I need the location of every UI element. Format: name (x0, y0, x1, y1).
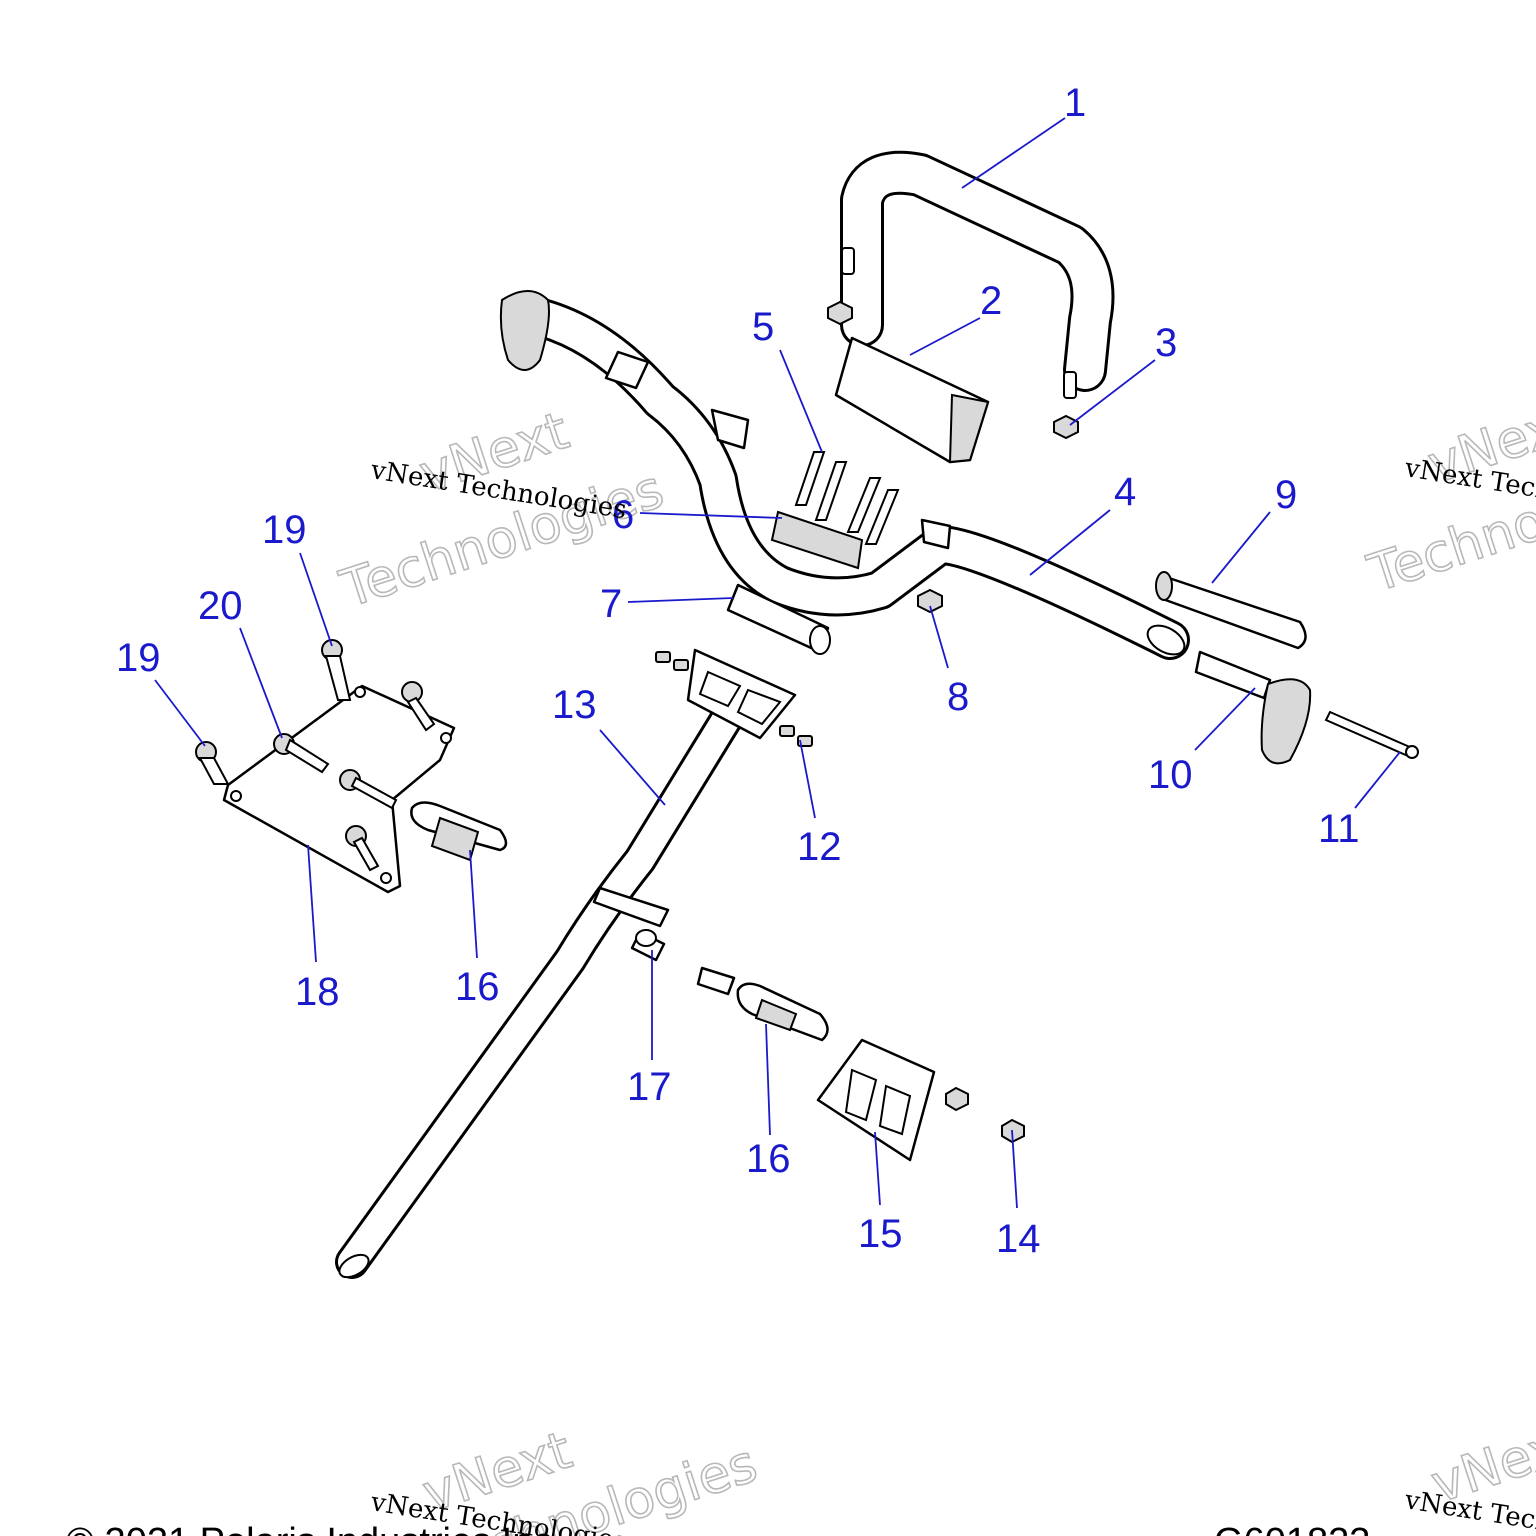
callout-13: 13 (552, 683, 597, 727)
callout-3: 3 (1155, 321, 1177, 365)
part-steering-post (335, 648, 797, 1279)
leader-lines (154, 117, 1401, 1209)
part-clamp-16-left (410, 801, 508, 862)
callout-8: 8 (947, 675, 969, 719)
part-plate-15 (816, 1038, 936, 1162)
part-nut-3 (827, 300, 1079, 440)
part-nut-8 (917, 588, 943, 614)
callout-11: 11 (1318, 807, 1360, 851)
callout-labels: 1 2 3 4 5 6 7 8 9 10 11 12 13 14 15 16 1… (116, 81, 1360, 1261)
part-grip (1155, 571, 1307, 650)
callout-17: 17 (627, 1065, 672, 1109)
callout-2: 2 (980, 279, 1002, 323)
part-handlebar (499, 290, 1190, 660)
part-bolts-19-20 (195, 639, 436, 872)
part-nuts-14 (945, 1086, 1025, 1144)
callout-5: 5 (752, 305, 774, 349)
callout-9: 9 (1275, 473, 1297, 517)
bolt-20 (273, 733, 330, 774)
bolt-19-left (195, 741, 230, 785)
callout-19-left: 19 (116, 636, 161, 680)
part-grab-handle (840, 150, 1115, 399)
callout-7: 7 (600, 582, 622, 626)
callout-12: 12 (797, 825, 842, 869)
callout-10: 10 (1148, 753, 1193, 797)
part-bolts-5 (794, 451, 900, 545)
bolt-lower (345, 825, 380, 872)
bolt-19-top (321, 639, 352, 701)
bolt-upper-right (401, 681, 436, 732)
callout-16-left: 16 (455, 965, 500, 1009)
callout-4: 4 (1114, 470, 1136, 514)
callout-18: 18 (295, 970, 340, 1014)
callout-14: 14 (996, 1217, 1041, 1261)
part-bushing-17 (630, 929, 666, 962)
callout-16-lower: 16 (746, 1137, 791, 1181)
callout-6: 6 (612, 493, 634, 537)
footer-figure-id: G601823 (1214, 1521, 1370, 1536)
footer-copyright: © 2021 Polaris Industries Inc. (66, 1521, 563, 1536)
callout-15: 15 (858, 1212, 903, 1256)
part-pin (1324, 710, 1419, 759)
part-clamp-16-lower (696, 966, 829, 1042)
bolt-mid (339, 769, 398, 810)
part-clamp-lower-7 (726, 583, 831, 655)
part-throttle (1194, 650, 1312, 765)
callout-20: 20 (198, 584, 243, 628)
part-cover (834, 336, 990, 464)
callout-1: 1 (1064, 81, 1086, 125)
part-clamp-upper-6 (770, 510, 864, 570)
callout-19-top: 19 (262, 508, 307, 552)
